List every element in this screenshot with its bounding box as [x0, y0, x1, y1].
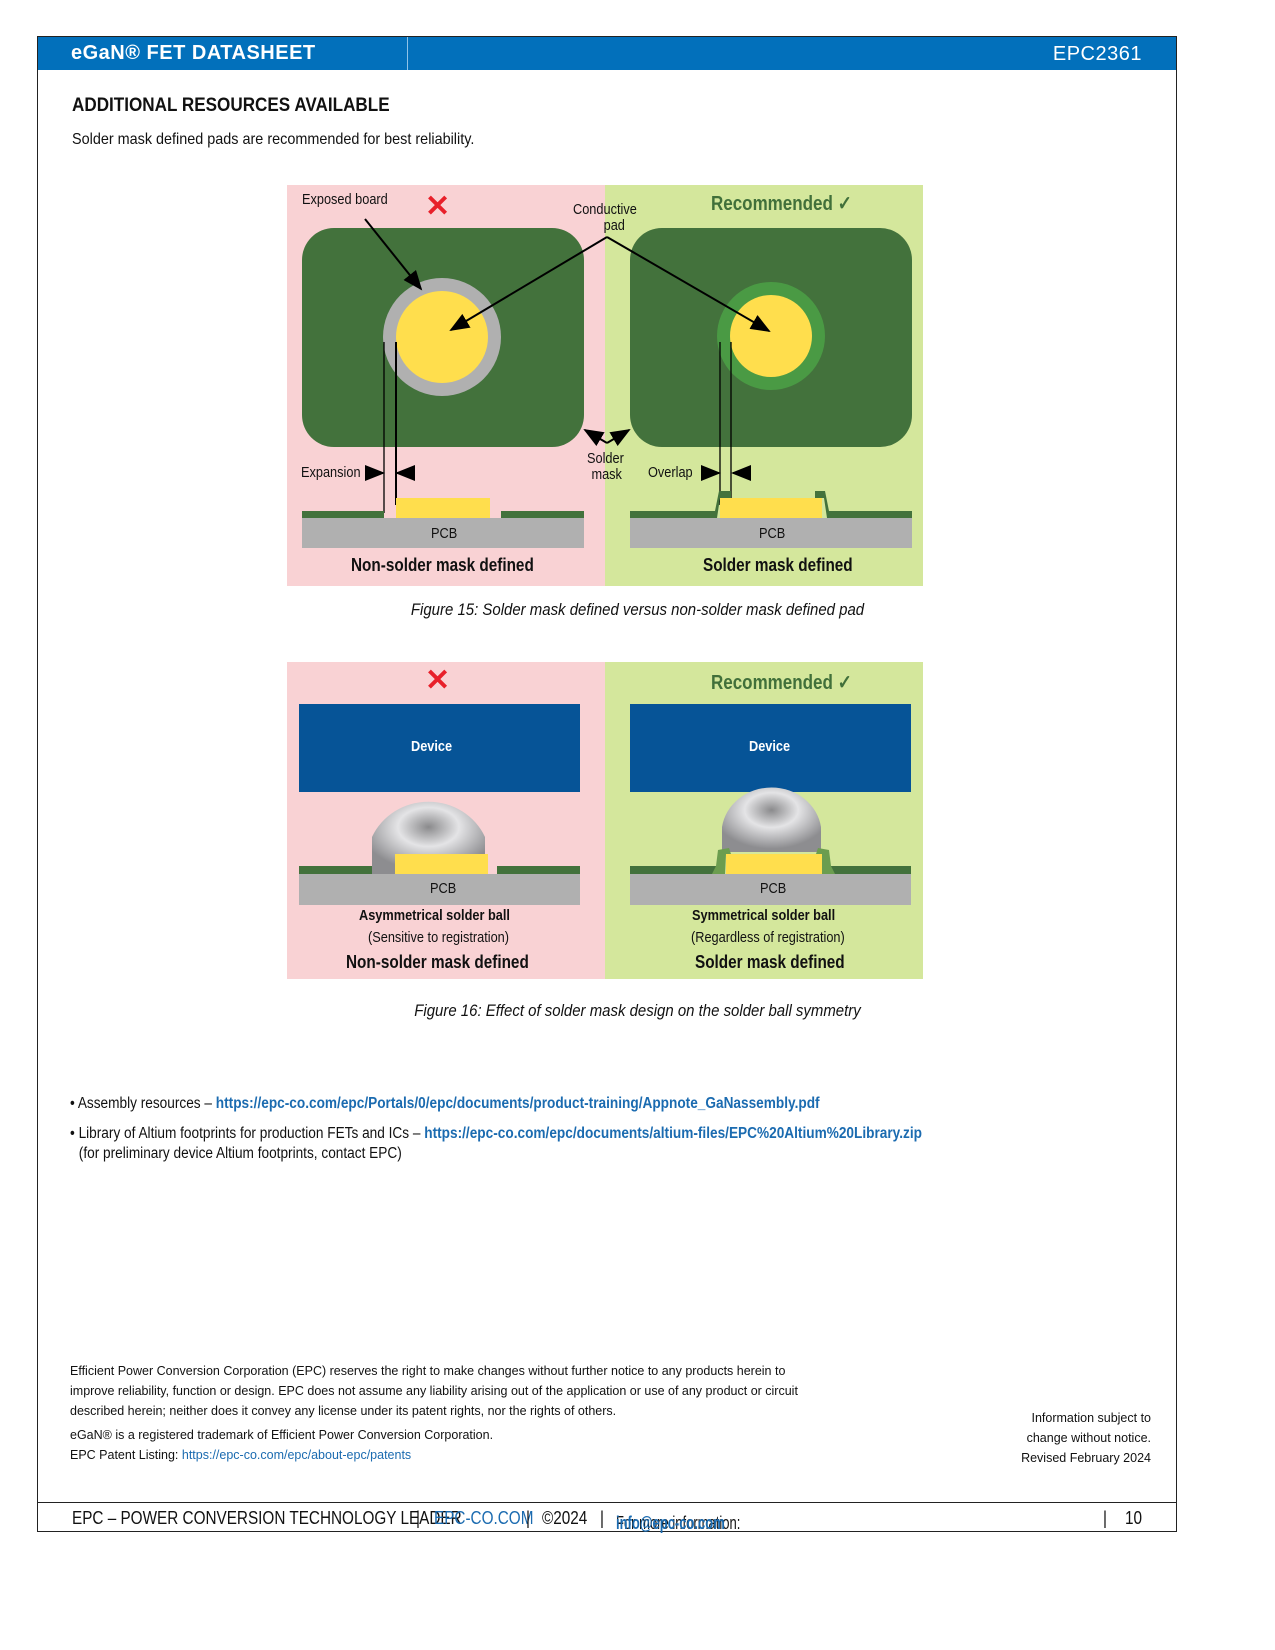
figure-16: ✕ Recommended ✓ Device Device PCB PCB As… — [287, 662, 923, 979]
footer-copyright: ©2024 — [542, 1508, 588, 1528]
footer-separator: | — [416, 1508, 420, 1528]
smd-mask-left — [712, 848, 731, 874]
altium-library-link[interactable]: https://epc-co.com/epc/documents/altium-… — [424, 1125, 922, 1142]
non-smd-title: Non-solder mask defined — [351, 555, 534, 575]
pcb-left — [302, 518, 584, 548]
sensitive-note: (Sensitive to registration) — [368, 929, 510, 946]
footer-separator: | — [526, 1508, 530, 1528]
pcb-right — [630, 518, 912, 548]
bullet-icon: • — [70, 1095, 78, 1112]
solder-mask-arrow-right — [606, 428, 631, 447]
exposed-board-label: Exposed board — [302, 191, 388, 208]
bullet-icon: • — [70, 1125, 79, 1142]
resources-list: • Assembly resources – https://epc-co.co… — [70, 1095, 1038, 1175]
pcb-label-right: PCB — [759, 525, 786, 542]
recommended-label: Recommended ✓ — [711, 193, 852, 215]
solder-ball-right — [722, 787, 821, 852]
smd-title: Solder mask defined — [695, 952, 845, 972]
check-mark-icon: ✓ — [837, 193, 852, 215]
smd-title: Solder mask defined — [703, 555, 853, 575]
device-label-right: Device — [749, 738, 791, 755]
footer-separator: | — [600, 1508, 604, 1528]
pcb-left — [299, 874, 580, 905]
page-number: 10 — [1125, 1508, 1143, 1528]
x-mark-icon: ✕ — [425, 664, 451, 697]
header-divider — [407, 37, 408, 70]
recommended-label: Recommended ✓ — [711, 672, 852, 694]
pcb-label-right: PCB — [760, 880, 787, 897]
revision-notice: Information subject to change without no… — [1021, 1411, 1151, 1465]
patent-listing: EPC Patent Listing: https://epc-co.com/e… — [70, 1448, 412, 1462]
pad-right-section — [720, 498, 822, 518]
figure-16-diagram — [299, 704, 911, 905]
trademark-note: eGaN® is a registered trademark of Effic… — [70, 1428, 494, 1442]
datasheet-title: eGaN® FET DATASHEET — [71, 42, 316, 64]
patents-link[interactable]: https://epc-co.com/epc/about-epc/patents — [181, 1448, 412, 1462]
smd-mask-right — [816, 848, 835, 874]
check-mark-icon: ✓ — [837, 672, 852, 694]
intro-text: Solder mask defined pads are recommended… — [72, 131, 475, 148]
pad-left-section — [396, 498, 490, 518]
non-smd-title: Non-solder mask defined — [346, 952, 529, 972]
conductive-pad-left — [396, 291, 488, 383]
footer-website-link[interactable]: EPC-CO.COM — [434, 1508, 534, 1528]
pcb-label-left: PCB — [431, 525, 458, 542]
figure-15-caption: Figure 15: Solder mask defined versus no… — [410, 600, 865, 619]
solder-mask-label: Solder mask — [587, 450, 624, 483]
footer-tagline: EPC – POWER CONVERSION TECHNOLOGY LEADER — [72, 1508, 462, 1528]
x-mark-icon: ✕ — [425, 190, 451, 223]
asymmetrical-label: Asymmetrical solder ball — [359, 907, 510, 924]
assembly-resources-link[interactable]: https://epc-co.com/epc/Portals/0/epc/doc… — [215, 1095, 820, 1112]
footer-bar: EPC – POWER CONVERSION TECHNOLOGY LEADER… — [38, 1502, 1176, 1533]
disclaimer: Efficient Power Conversion Corporation (… — [70, 1361, 798, 1465]
resource-item: • Assembly resources – https://epc-co.co… — [70, 1095, 820, 1112]
expansion-label: Expansion — [301, 464, 361, 481]
device-label-left: Device — [411, 738, 453, 755]
pcb-label-left: PCB — [430, 880, 457, 897]
exposed-board-arrow — [364, 218, 423, 291]
footer-email-link[interactable]: info@epc-co.com — [616, 1513, 725, 1533]
resource-item: • Library of Altium footprints for produ… — [70, 1125, 922, 1142]
part-number: EPC2361 — [1052, 43, 1142, 65]
conductive-pad-arrow-right — [606, 236, 771, 333]
conductive-pad-label: Conductive pad — [573, 201, 637, 234]
regardless-note: (Regardless of registration) — [691, 929, 845, 946]
section-title: ADDITIONAL RESOURCES AVAILABLE — [72, 95, 390, 116]
figure-16-caption: Figure 16: Effect of solder mask design … — [414, 1001, 861, 1020]
device-right — [630, 704, 911, 792]
overlap-label: Overlap — [648, 464, 693, 481]
conductive-pad-arrow-left — [449, 236, 608, 332]
device-left — [299, 704, 580, 792]
pcb-right — [630, 874, 911, 905]
resource-note: (for preliminary device Altium footprint… — [78, 1145, 402, 1162]
footer-separator: | — [1103, 1508, 1107, 1528]
figure-15-diagram — [302, 218, 912, 548]
conductive-pad-right — [730, 295, 812, 377]
solder-mask-arrow-left — [583, 428, 608, 447]
solder-mask-overlap-section — [630, 491, 731, 518]
pad-left — [395, 854, 488, 874]
header-bar: eGaN® FET DATASHEET EPC2361 — [38, 37, 1176, 70]
pad-right — [726, 854, 822, 874]
symmetrical-label: Symmetrical solder ball — [692, 907, 836, 924]
figure-15: Exposed board ✕ Conductive pad Recommend… — [287, 185, 923, 586]
page-border — [37, 36, 1177, 1532]
